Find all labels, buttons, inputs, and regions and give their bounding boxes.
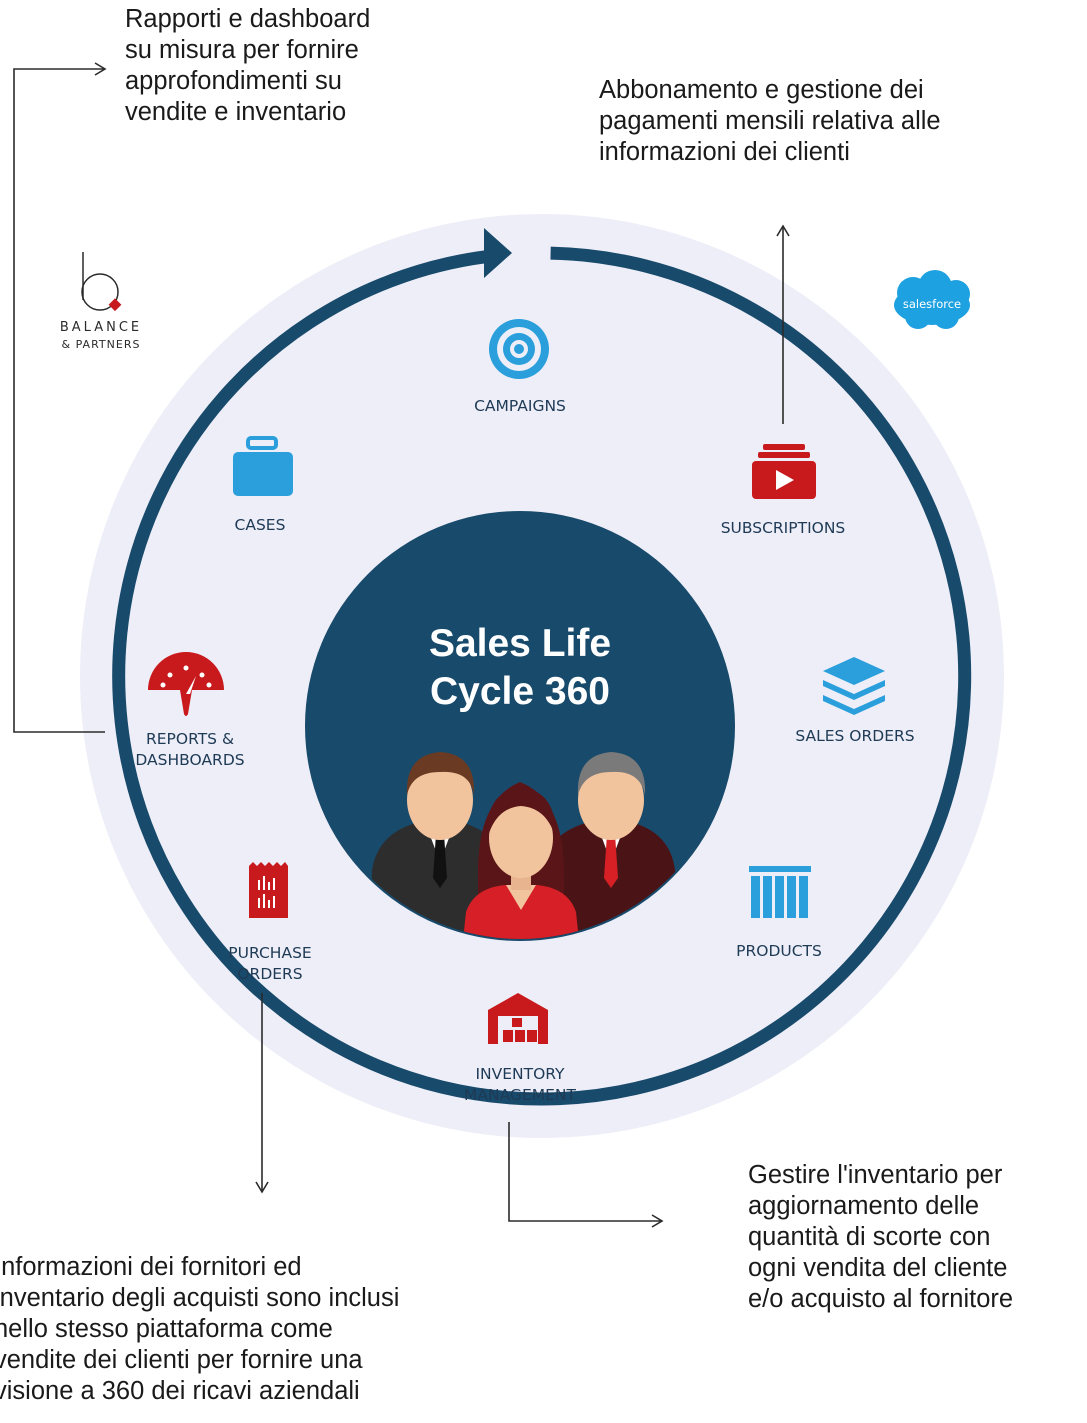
salesforce-cloud-icon — [894, 270, 970, 329]
label-reports: REPORTS & DASHBOARDS — [135, 730, 245, 769]
inventory-connector-arrow — [508, 1122, 664, 1228]
purchase-order-icon — [249, 862, 288, 918]
video-subscription-icon — [752, 444, 816, 499]
cycle-ring — [112, 246, 972, 1106]
note-purchase: Informazioni dei fornitori ed inventario… — [0, 1253, 400, 1405]
salesforce-logo-text: salesforce — [903, 297, 961, 311]
cycle-arrowhead — [484, 228, 512, 278]
label-sales-orders: SALES ORDERS — [795, 727, 915, 745]
briefcase-icon — [233, 436, 293, 496]
note-reports: Rapporti e dashboard su misura per forni… — [125, 5, 371, 126]
label-products: PRODUCTS — [736, 942, 822, 960]
label-purchase: PURCHASE ORDERS — [228, 944, 312, 983]
center-title: Sales Life Cycle 360 — [428, 622, 612, 713]
label-cases: CASES — [234, 516, 286, 534]
target-icon — [489, 319, 549, 379]
balance-logo-subtext: & PARTNERS — [61, 338, 141, 351]
people-icon — [370, 752, 676, 939]
product-bars-icon — [749, 866, 811, 918]
balance-logo-icon — [81, 252, 122, 312]
balance-logo-text: BALANCE — [59, 320, 143, 335]
note-subscriptions: Abbonamento e gestione dei pagamenti men… — [599, 76, 941, 166]
label-inventory: INVENTORY MANAGEMENT — [464, 1065, 576, 1104]
warehouse-icon — [488, 993, 548, 1044]
label-subscriptions: SUBSCRIPTIONS — [720, 519, 846, 537]
label-campaigns: CAMPAIGNS — [474, 397, 566, 415]
reports-connector-arrow — [13, 62, 107, 733]
gauge-icon — [148, 652, 224, 716]
layers-icon — [823, 657, 885, 715]
note-inventory: Gestire l'inventario per aggiornamento d… — [748, 1161, 1014, 1313]
